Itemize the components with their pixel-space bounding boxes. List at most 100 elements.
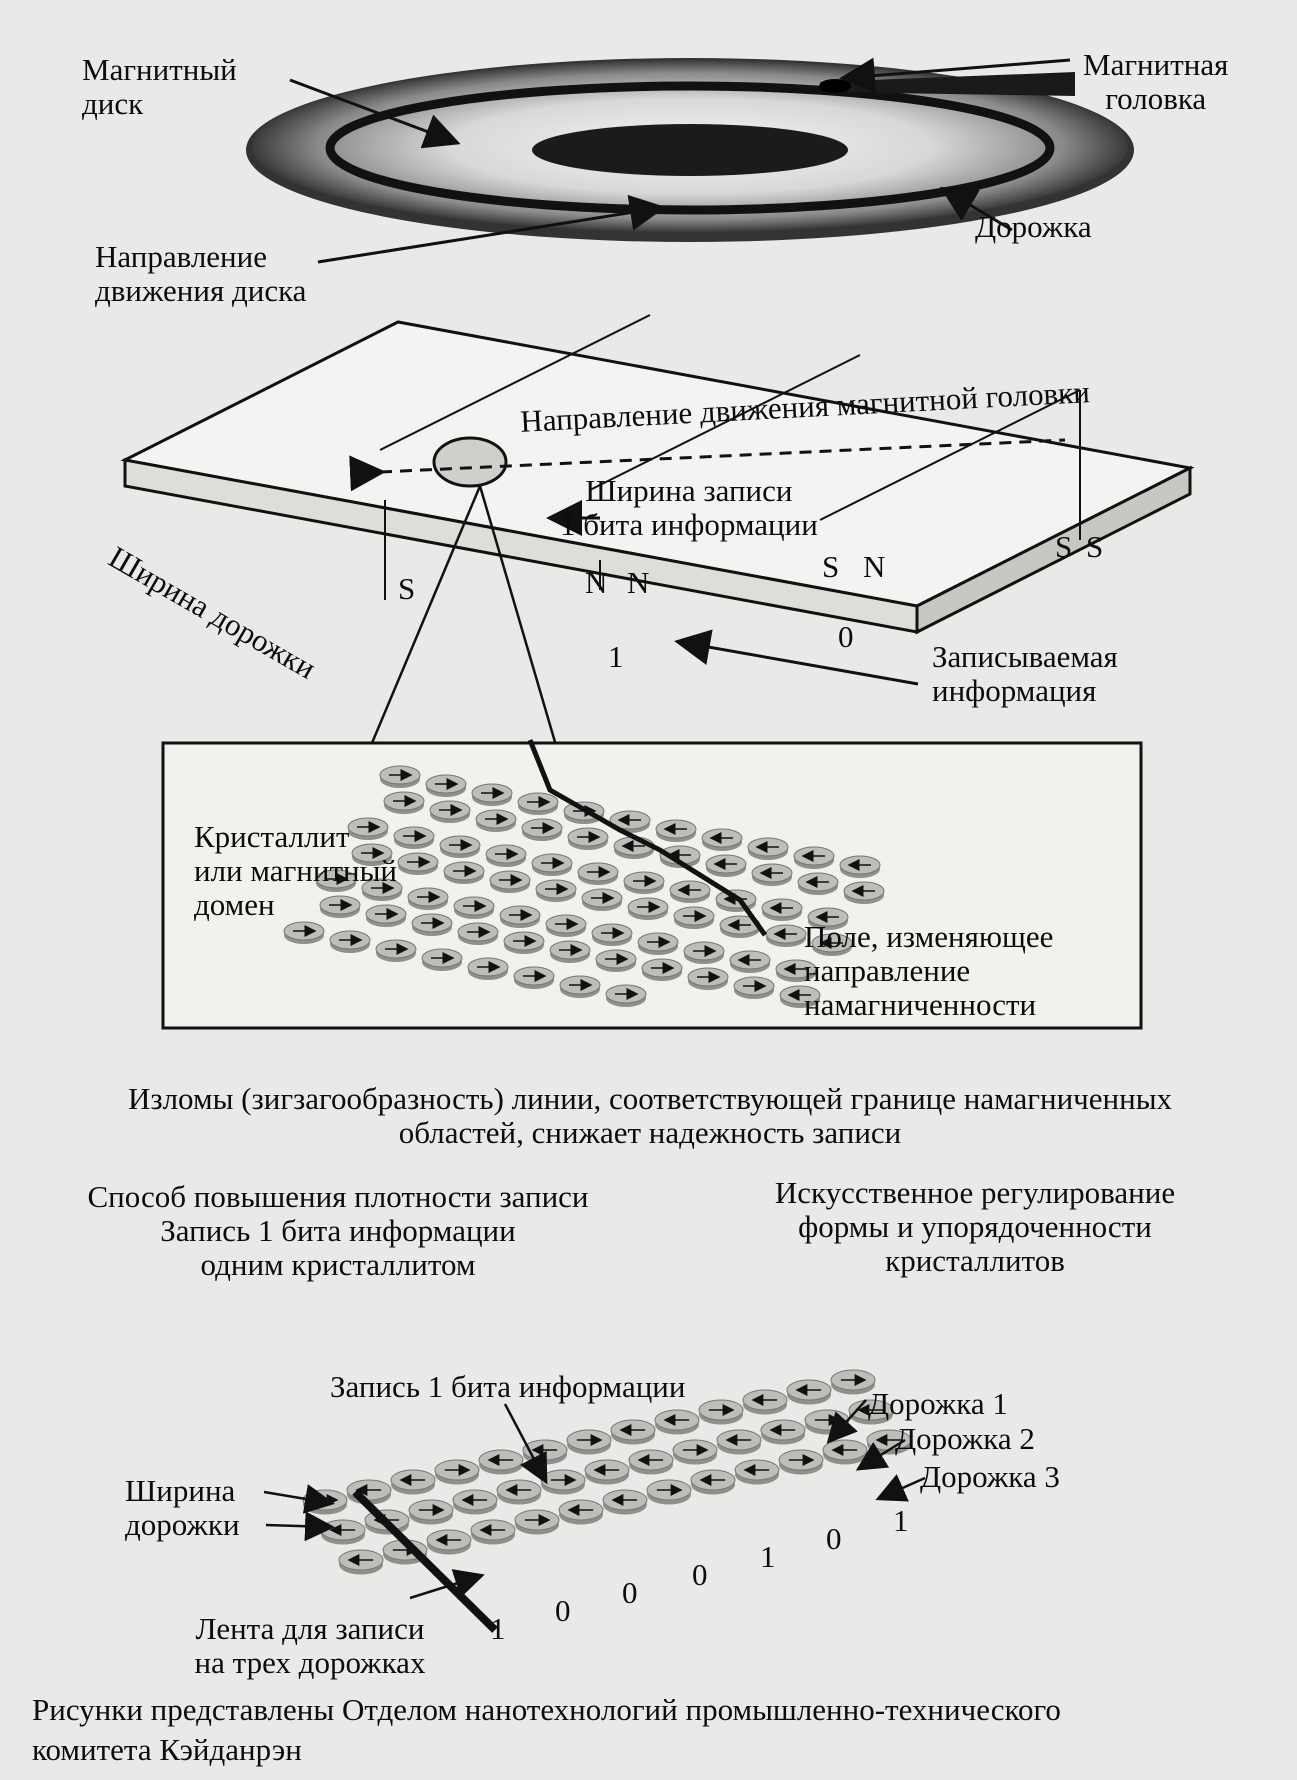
crystallite-grain (843, 881, 885, 905)
crystallite-grain (637, 932, 679, 956)
crystallite-grain (283, 921, 325, 945)
crystallite-grain (545, 914, 587, 938)
crystallite-grain (698, 1399, 744, 1425)
crystallite-grain (760, 1419, 806, 1445)
crystallite-grain (761, 898, 803, 922)
crystallite-grain (627, 897, 669, 921)
crystallite-grain (559, 975, 601, 999)
crystallite-grain (470, 1519, 516, 1545)
crystallite-grain (672, 1439, 718, 1465)
pole-s3: S (1055, 529, 1073, 564)
crystallite-grain (429, 800, 471, 824)
crystallite-grain (558, 1499, 604, 1525)
crystallite-grain (425, 774, 467, 798)
tape-bit-7: 1 (893, 1503, 909, 1538)
crystallite-grain (485, 844, 527, 868)
crystallite-grain (605, 984, 647, 1008)
recording-slab (120, 314, 1195, 744)
crystallite-grid (283, 765, 885, 1009)
crystallite-grain (426, 1529, 472, 1555)
crystallite-grain (822, 1439, 868, 1465)
disk-track (325, 81, 1055, 215)
crystallite-grain (393, 826, 435, 850)
crystallite-grain (517, 792, 559, 816)
crystallite-grain (804, 1409, 850, 1435)
crystallite-grain (793, 846, 835, 870)
crystallite-grain (563, 801, 605, 825)
pole-n3: N (863, 549, 886, 584)
tape-bit-2: 0 (555, 1593, 571, 1628)
tape-bit-3: 0 (622, 1575, 638, 1610)
crystallite-grain (811, 933, 853, 957)
track-1-label: Дорожка 1 (868, 1386, 1008, 1421)
crystallite-grain (839, 855, 881, 879)
crystallite-grain (687, 967, 729, 991)
bit-cut-line (352, 1489, 498, 1633)
tape-crystallites (302, 1369, 912, 1575)
crystallite-grain (521, 818, 563, 842)
bit-record-label: Запись 1 бита информации (330, 1369, 686, 1404)
domain-boundary-line (527, 739, 768, 937)
crystallite-grain (379, 765, 421, 789)
crystallite-grain (716, 1429, 762, 1455)
crystallite-grain (567, 827, 609, 851)
crystallite-grain (434, 1459, 480, 1485)
crystallite-grain (411, 913, 453, 937)
crystallite-grain (602, 1489, 648, 1515)
track-2-label: Дорожка 2 (895, 1421, 1035, 1456)
crystallite-grain (361, 878, 403, 902)
crystallite-grain (797, 872, 839, 896)
head-arm (820, 72, 1075, 96)
crystallite-grain (421, 948, 463, 972)
crystallite-grain (514, 1509, 560, 1535)
pole-n1: N (585, 565, 608, 600)
crystallite-grain (775, 959, 817, 983)
crystallite-grain (407, 887, 449, 911)
magnetic-disk (246, 58, 1134, 242)
crystallite-grain (729, 950, 771, 974)
crystallite-grain (496, 1479, 542, 1505)
crystallite-grain (475, 809, 517, 833)
crystallite-grain (613, 836, 655, 860)
tape-bit-4: 0 (692, 1557, 708, 1592)
bit-value-0: 0 (838, 619, 854, 654)
crystallite-grain (347, 817, 389, 841)
crystallite-grain (628, 1449, 674, 1475)
crystallite-grain (683, 941, 725, 965)
crystallite-grain (535, 879, 577, 903)
crystallite-grain (655, 819, 697, 843)
track-3-label: Дорожка 3 (920, 1459, 1060, 1494)
crystallite-grain (807, 907, 849, 931)
crystallite-grain (439, 835, 481, 859)
bit-value-1: 1 (608, 639, 624, 674)
crystallite-grain (443, 861, 485, 885)
crystallite-grain (595, 949, 637, 973)
crystallite-grain (779, 985, 821, 1009)
crystallite-grain (540, 1469, 586, 1495)
crystallite-grain (701, 828, 743, 852)
crystallite-grain (329, 930, 371, 954)
crystallite-grain (830, 1369, 876, 1395)
crystallite-grain (408, 1499, 454, 1525)
crystallite-grain (765, 924, 807, 948)
crystallite-grain (581, 888, 623, 912)
crystallite-grain (566, 1429, 612, 1455)
track-label: Дорожка (975, 209, 1092, 244)
crystallite-grain (471, 783, 513, 807)
crystallite-grain (641, 958, 683, 982)
magnetic-head (432, 436, 508, 488)
crystallite-grain (778, 1449, 824, 1475)
crystallite-grain (646, 1479, 692, 1505)
crystallite-grain (390, 1469, 436, 1495)
tape-bit-5: 1 (760, 1539, 776, 1574)
crystallite-grain (319, 895, 361, 919)
crystallite-grain (315, 869, 357, 893)
pole-n2: N (627, 565, 650, 600)
crystallite-grain (584, 1459, 630, 1485)
